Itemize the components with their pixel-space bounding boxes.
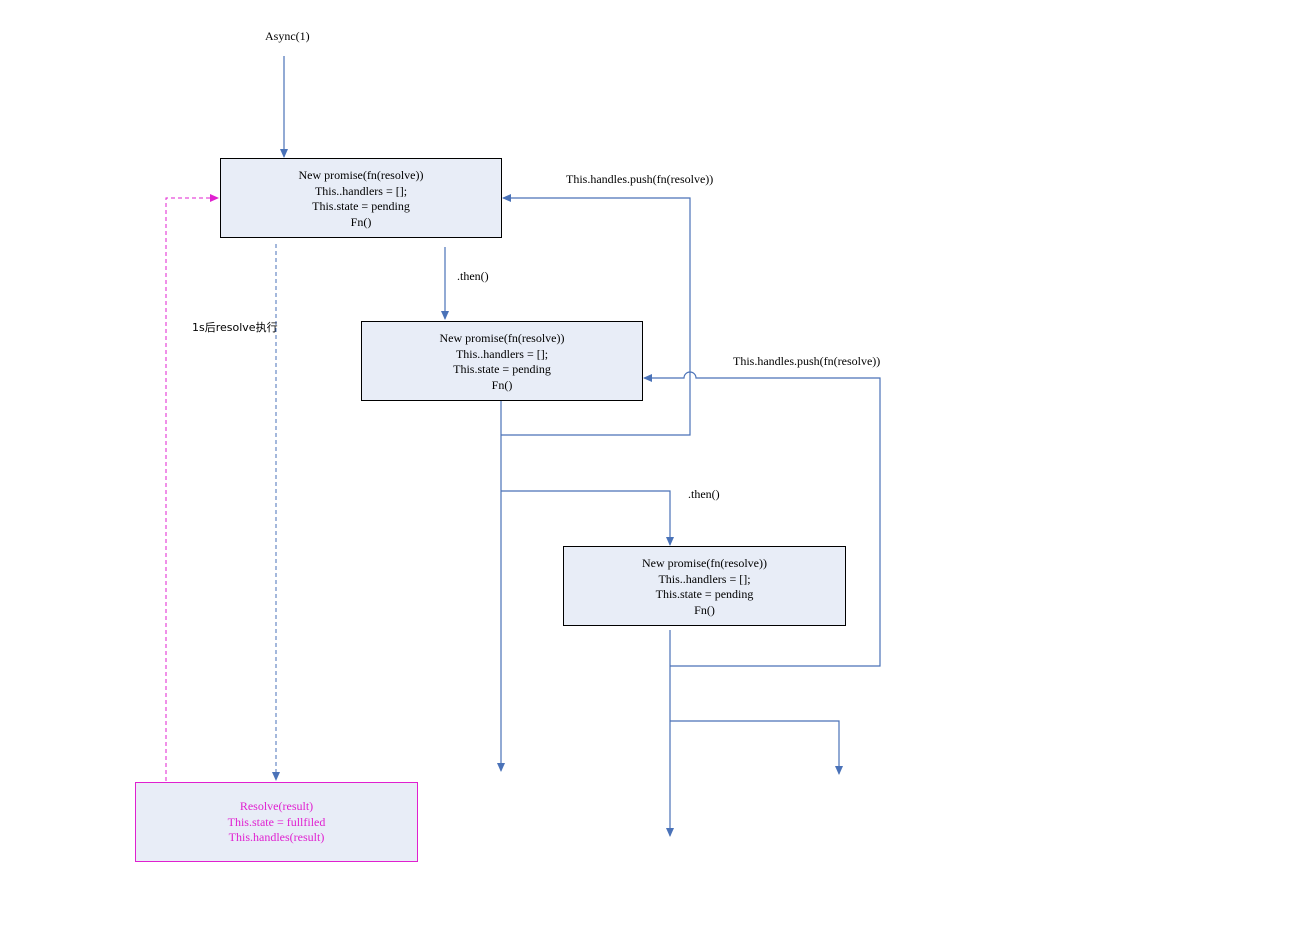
resolve-box: Resolve(result) This.state = fullfiled T… [135, 782, 418, 862]
promise1-line-1: New promise(fn(resolve)) [298, 168, 424, 182]
push-label-2: This.handles.push(fn(resolve)) [733, 354, 881, 368]
promise2-line-4: Fn() [491, 377, 513, 392]
promise1-line-4: Fn() [350, 214, 372, 229]
promise2-line-2: This..handlers = []; [455, 346, 549, 361]
arrow-resolve-back [165, 194, 219, 781]
arrow-push2 [643, 371, 881, 667]
promise-box-2: New promise(fn(resolve)) This..handlers … [361, 321, 643, 401]
promise3-line-4: Fn() [694, 602, 715, 617]
arrow-then2 [501, 490, 674, 546]
resolve-line-2: This.state = fullfiled [227, 814, 326, 829]
start-label: Async(1) [265, 29, 310, 43]
promise3-line-2: This..handlers = []; [658, 571, 751, 586]
resolve-line-1: Resolve(result) [239, 799, 314, 813]
resolve-line-3: This.handles(result) [228, 830, 325, 844]
arrow-push1 [501, 194, 691, 436]
then-label-1: .then() [457, 269, 489, 283]
promise2-line-3: This.state = pending [453, 362, 551, 376]
promise-box-3: New promise(fn(resolve)) This..handlers … [563, 546, 846, 626]
push-label-1: This.handles.push(fn(resolve)) [566, 172, 714, 186]
promise3-line-1: New promise(fn(resolve)) [642, 556, 767, 570]
promise2-line-1: New promise(fn(resolve)) [439, 331, 565, 345]
promise-box-1: New promise(fn(resolve)) This..handlers … [220, 158, 502, 238]
resolve-after-label: 1s后resolve执行 [192, 321, 278, 334]
promise1-line-2: This..handlers = []; [314, 183, 408, 198]
promise1-line-3: This.state = pending [312, 199, 410, 213]
promise3-line-3: This.state = pending [655, 587, 754, 601]
then-label-2: .then() [688, 487, 720, 501]
promise3-branch [670, 720, 843, 775]
